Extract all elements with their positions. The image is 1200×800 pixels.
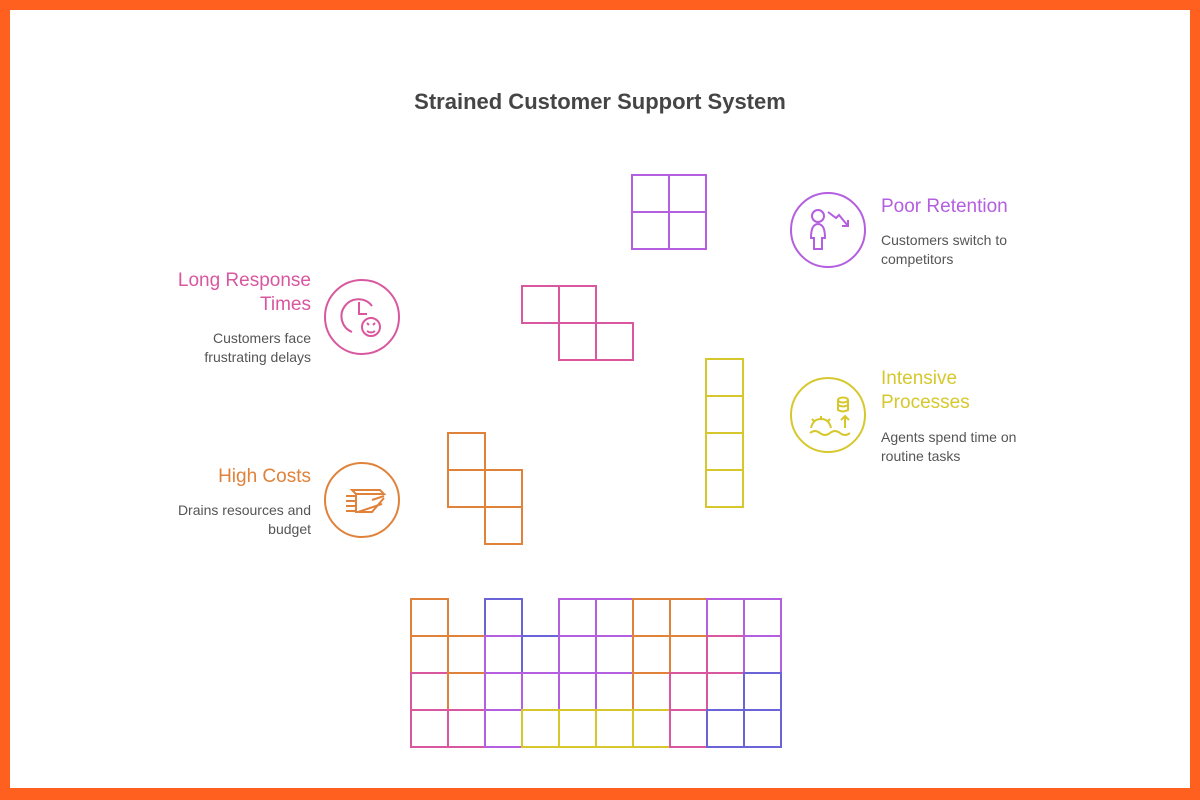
grid-block: [410, 635, 449, 674]
intensive-processes-desc: Agents spend time on routine tasks: [881, 428, 1016, 466]
diagram-title: Strained Customer Support System: [414, 89, 786, 114]
orange-block: [484, 506, 523, 545]
desc-line: budget: [268, 521, 311, 537]
grid-block: [558, 598, 597, 637]
gear-database-arrow-icon: [790, 377, 866, 453]
grid-block: [669, 635, 708, 674]
pink-block: [595, 322, 634, 361]
grid-block: [410, 598, 449, 637]
desc-line: routine tasks: [881, 448, 961, 464]
desc-line: frustrating delays: [204, 349, 311, 365]
title-line: Intensive: [881, 368, 958, 389]
grid-block: [595, 672, 634, 711]
grid-block: [595, 598, 634, 637]
grid-block: [743, 598, 782, 637]
grid-block: [521, 672, 560, 711]
desc-line: Customers switch to: [881, 232, 1008, 248]
grid-block: [706, 672, 745, 711]
purple-block: [668, 174, 707, 213]
grid-block: [595, 635, 634, 674]
long-response-times-title: Long Response Times: [110, 269, 311, 317]
desc-line: Agents spend time on: [881, 429, 1017, 445]
purple-block: [631, 174, 670, 213]
pink-block: [558, 285, 597, 324]
grid-block: [632, 672, 671, 711]
grid-block: [558, 709, 597, 748]
desc-line: Drains resources and: [177, 502, 311, 518]
grid-block: [447, 672, 486, 711]
grid-block: [484, 672, 523, 711]
yellow-block: [705, 432, 744, 471]
title-line: Long Response: [177, 270, 311, 291]
yellow-block: [705, 469, 744, 508]
grid-block: [484, 635, 523, 674]
grid-block: [706, 598, 745, 637]
grid-block: [743, 709, 782, 748]
grid-block: [410, 672, 449, 711]
orange-block: [447, 469, 486, 508]
money-stack-icon: [324, 462, 400, 538]
high-costs-title: High Costs: [218, 466, 311, 487]
grid-block: [484, 709, 523, 748]
grid-block: [410, 709, 449, 748]
purple-block: [631, 211, 670, 250]
grid-block: [743, 672, 782, 711]
grid-block: [632, 598, 671, 637]
grid-block: [669, 709, 708, 748]
high-costs-desc: Drains resources and budget: [110, 501, 311, 539]
poor-retention-title: Poor Retention: [881, 196, 1008, 217]
pink-block: [521, 285, 560, 324]
grid-block: [669, 598, 708, 637]
grid-block: [706, 709, 745, 748]
orange-block: [447, 432, 486, 471]
clock-frustrated-face-icon: [324, 279, 400, 355]
desc-line: competitors: [881, 251, 954, 267]
grid-block: [743, 635, 782, 674]
intensive-processes-title: Intensive Processes: [881, 367, 970, 415]
pink-block: [558, 322, 597, 361]
yellow-block: [705, 395, 744, 434]
yellow-block: [705, 358, 744, 397]
diagram-canvas: [10, 10, 1190, 788]
orange-block: [484, 469, 523, 508]
grid-block: [669, 672, 708, 711]
grid-block: [632, 709, 671, 748]
purple-block: [668, 211, 707, 250]
floating-blocks: [447, 174, 744, 545]
grid-block: [521, 709, 560, 748]
title-line: Processes: [881, 392, 970, 413]
person-trend-down-icon: [790, 192, 866, 268]
grid-block: [632, 635, 671, 674]
grid-block: [595, 709, 634, 748]
grid-block: [558, 635, 597, 674]
grid-block: [447, 709, 486, 748]
title-line: Times: [259, 294, 311, 315]
long-response-times-desc: Customers face frustrating delays: [110, 329, 311, 367]
grid-block: [447, 635, 486, 674]
grid-block: [706, 635, 745, 674]
stacked-block-grid: [410, 598, 782, 748]
grid-block: [484, 598, 523, 637]
grid-block: [558, 672, 597, 711]
grid-block: [521, 635, 560, 674]
desc-line: Customers face: [212, 330, 311, 346]
poor-retention-desc: Customers switch to competitors: [881, 231, 1007, 269]
